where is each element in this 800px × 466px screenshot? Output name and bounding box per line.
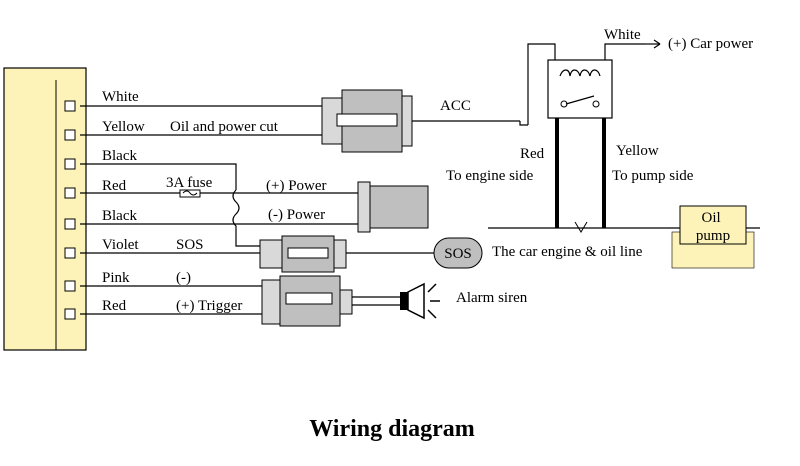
terminal-pin-6	[64, 247, 76, 259]
sos-button-label: SOS	[444, 246, 472, 262]
wire-color-labels: White Yellow Black Red Black Violet Pink…	[102, 89, 145, 314]
oil-power-cut-label: Oil and power cut	[170, 119, 279, 135]
terminal-pin-7	[64, 280, 76, 292]
acc-label: ACC	[440, 98, 471, 114]
pink-minus-label: (-)	[176, 270, 191, 286]
fuse-label: 3A fuse	[166, 175, 213, 191]
wire-label-red-2: Red	[102, 298, 127, 314]
to-engine-side-label: To engine side	[446, 168, 534, 184]
terminal-block	[3, 67, 87, 351]
oil-pump-label: Oil pump	[696, 210, 730, 244]
to-pump-side-label: To pump side	[612, 168, 694, 184]
car-power-label: (+) Car power	[668, 36, 753, 52]
power-plug	[357, 181, 429, 233]
terminal-pin-8	[64, 308, 76, 320]
terminal-pins	[64, 100, 76, 320]
terminal-pin-4	[64, 187, 76, 199]
relay-red-label: Red	[520, 146, 545, 162]
relay-yellow-label: Yellow	[616, 143, 659, 159]
wire-function-labels: Oil and power cut 3A fuse SOS (-) (+) Tr…	[166, 119, 279, 314]
engine-oil-line-label: The car engine & oil line	[492, 244, 643, 260]
wire-label-violet: Violet	[102, 237, 139, 253]
wire-lines	[80, 105, 358, 315]
oil-pump	[671, 205, 755, 269]
terminal-pin-1	[64, 100, 76, 112]
wire-label-pink: Pink	[102, 270, 130, 286]
terminal-pin-2	[64, 129, 76, 141]
power-minus-label: (-) Power	[268, 207, 325, 223]
terminal-pin-5	[64, 218, 76, 230]
relay	[527, 39, 661, 228]
alarm-siren-icon	[400, 282, 440, 320]
terminal-pin-3	[64, 158, 76, 170]
trigger-connector	[261, 275, 400, 327]
trigger-label: (+) Trigger	[176, 298, 242, 314]
power-plus-label: (+) Power	[266, 178, 327, 194]
sos-wire-label: SOS	[176, 237, 204, 253]
wire-label-white: White	[102, 89, 139, 105]
sos-button: SOS	[433, 237, 483, 269]
sos-connector	[259, 235, 434, 273]
wire-label-yellow: Yellow	[102, 119, 145, 135]
diagram-caption: Wiring diagram	[309, 416, 475, 442]
wire-label-black-2: Black	[102, 208, 137, 224]
wire-label-black-1: Black	[102, 148, 137, 164]
acc-connector	[321, 89, 528, 153]
alarm-siren-label: Alarm siren	[456, 290, 528, 306]
fuse-icon	[179, 189, 201, 198]
relay-white-label: White	[604, 27, 641, 43]
wire-label-red-1: Red	[102, 178, 127, 194]
